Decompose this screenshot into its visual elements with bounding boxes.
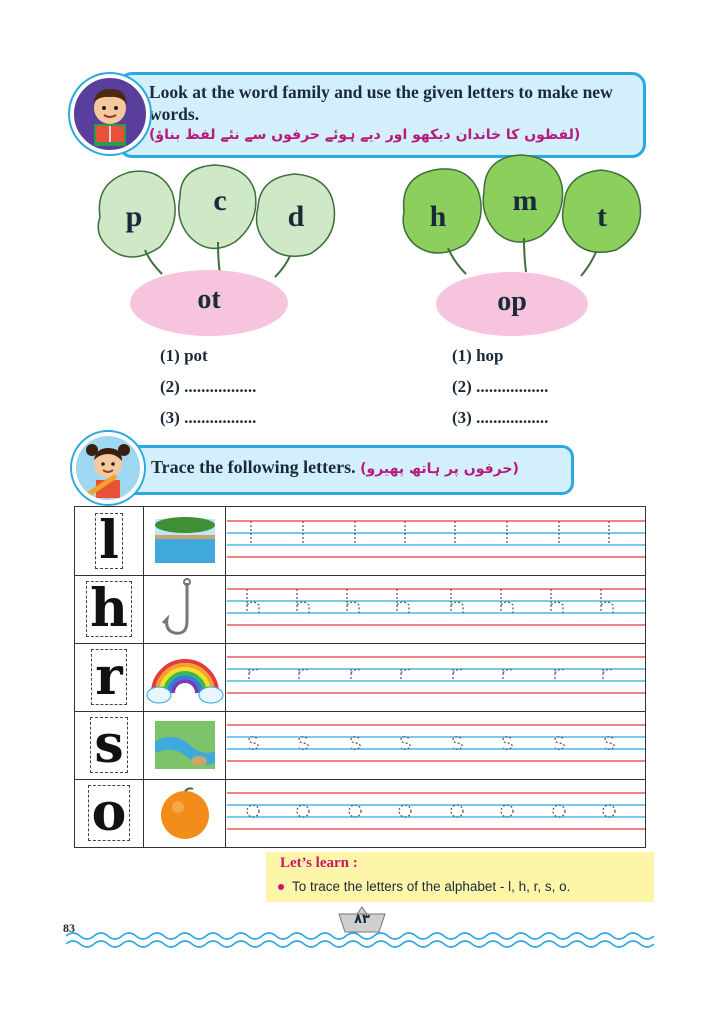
tracing-lines[interactable]	[227, 643, 645, 711]
wave-border	[66, 932, 655, 948]
boy-reading-avatar	[70, 74, 150, 154]
leaf-letter: p	[125, 200, 143, 233]
answer-line: (1) hop	[452, 346, 504, 365]
leaf-letter: t	[597, 200, 607, 233]
page-badge-shape	[338, 906, 386, 933]
leaf-letter: c	[213, 184, 227, 217]
stream-picture	[145, 711, 226, 779]
girl-pencil-avatar	[72, 432, 144, 504]
tracing-lines[interactable]	[227, 711, 645, 779]
trace-letter: r	[91, 649, 127, 705]
instruction-text-en: Look at the word family and use the give…	[149, 82, 613, 124]
lets-learn-box: Let’s learn : To trace the letters of th…	[266, 852, 654, 902]
word-family-text: ot	[197, 284, 221, 315]
answer-line[interactable]: (2) .................	[452, 377, 549, 396]
trace-table: l h	[74, 506, 646, 848]
tracing-lines[interactable]	[227, 779, 645, 847]
lets-learn-item: To trace the letters of the alphabet - l…	[292, 879, 571, 894]
word-family-ellipse	[436, 272, 588, 336]
instruction-banner-1: Look at the word family and use the give…	[118, 72, 646, 158]
answer-line[interactable]: (3) .................	[160, 408, 257, 427]
leaf-letter: m	[512, 184, 538, 217]
instruction-banner-2: Trace the following letters. (حرفوں پر ہ…	[118, 445, 574, 495]
trace-letter: s	[90, 717, 128, 773]
trace-row: l	[75, 507, 645, 576]
trace-row: h	[75, 575, 645, 644]
leaf-letter: h	[429, 200, 447, 233]
leaf-letter: d	[287, 200, 305, 233]
trace-letter: l	[95, 513, 123, 569]
rainbow-picture	[145, 643, 226, 711]
answer-line: (1) pot	[160, 346, 208, 365]
trace-instruction-en: Trace the following letters.	[151, 457, 356, 477]
trace-row: o	[75, 779, 645, 847]
trace-letter: h	[86, 581, 132, 637]
instruction-text-ur: (لفظوں کا خاندان دیکھو اور دیے ہوئے حرفو…	[149, 127, 581, 143]
trace-row: s	[75, 711, 645, 780]
left-leaves-graphic	[97, 164, 336, 278]
answer-line[interactable]: (3) .................	[452, 408, 549, 427]
lake-picture	[145, 507, 226, 575]
bullet-icon	[278, 884, 284, 891]
trace-row: r	[75, 643, 645, 712]
page-number-urdu: ۸۳	[354, 912, 370, 927]
word-family-text: op	[497, 286, 527, 317]
trace-letter: o	[87, 785, 131, 841]
trace-instruction-ur: (حرفوں پر ہاتھ پھیرو)	[360, 461, 519, 477]
right-leaves-graphic	[402, 154, 642, 277]
orange-picture	[145, 779, 226, 847]
page-number: 83	[63, 921, 75, 935]
hook-picture	[145, 575, 226, 643]
answer-line[interactable]: (2) .................	[160, 377, 257, 396]
word-family-ellipse	[130, 270, 288, 336]
tracing-lines[interactable]	[227, 575, 645, 643]
lets-learn-heading: Let’s learn :	[280, 855, 358, 871]
tracing-lines[interactable]	[227, 507, 645, 575]
